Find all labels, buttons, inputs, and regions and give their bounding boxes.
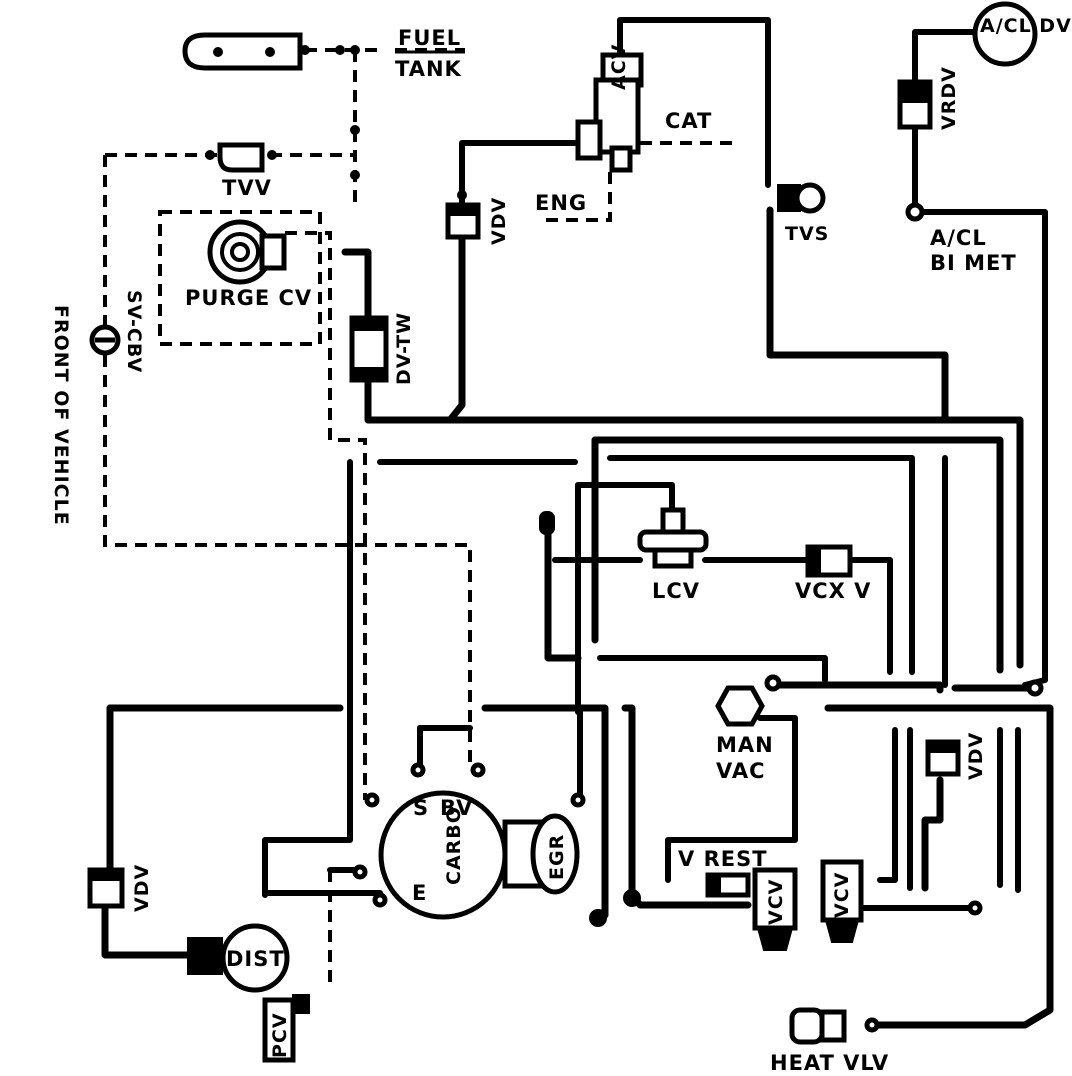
heat-valve: [789, 1007, 880, 1045]
fuel-tank-connector: [182, 32, 345, 71]
vdv-right: [925, 739, 961, 777]
a-cl-label: A/CL: [930, 226, 987, 250]
vapor-lines: [103, 48, 735, 990]
a-cl-dv-label: A/CL DV: [980, 15, 1072, 37]
v-rest: [705, 872, 751, 898]
tvv-label: TVV: [222, 176, 272, 200]
bi-met-label: BI MET: [930, 251, 1017, 275]
front-of-vehicle-label: FRONT OF VEHICLE: [50, 305, 72, 526]
acv-valve: [575, 52, 644, 173]
a-cl-dv: [972, 1, 1038, 67]
lcv-label: LCV: [652, 579, 700, 603]
plug: [539, 511, 555, 535]
vdv-left: [87, 867, 125, 909]
dist-label: DIST: [226, 947, 285, 971]
lcv-valve: [637, 507, 709, 569]
pcv-valve: [262, 994, 310, 1063]
v-rest-label: V REST: [678, 847, 768, 871]
tvv-valve: [205, 142, 277, 173]
vdv-upper: [445, 202, 481, 240]
purge-cv-label: PURGE CV: [185, 286, 312, 310]
port-e-label: E: [412, 881, 427, 905]
tvs-switch: [777, 182, 826, 214]
tvs-label: TVS: [785, 223, 829, 245]
pcv-label: PCV: [269, 1012, 291, 1058]
vcv-right-label: VCV: [831, 872, 853, 918]
acv-label: ACV: [608, 44, 630, 90]
carbo-label: CARBO: [443, 806, 465, 885]
vrdv-valve: [897, 79, 933, 130]
vdv-left-label: VDV: [131, 864, 153, 912]
distributor: [187, 923, 290, 993]
vrdv-label: VRDV: [938, 66, 960, 130]
vdv-upper-label: VDV: [488, 197, 510, 245]
sv-cbv-label: SV-CBV: [123, 290, 145, 373]
eng-label: ENG: [535, 191, 587, 215]
man-vac-port: [715, 674, 782, 727]
purge-cv: [207, 219, 287, 285]
vcx-v-label: VCX V: [795, 579, 871, 603]
hose-junctions: [350, 45, 1044, 927]
fuel-label: FUEL: [398, 26, 461, 50]
heat-vlv-label: HEAT VLV: [770, 1051, 889, 1075]
carburetor: [352, 762, 586, 920]
man-label: MAN: [716, 733, 774, 757]
dv-tw-valve: [349, 315, 389, 383]
dv-tw-label: DV-TW: [393, 312, 415, 385]
vacuum-hoses: [101, 17, 1054, 1029]
vac-label: VAC: [716, 759, 766, 783]
port-bv-label: BV: [440, 796, 473, 820]
cat-label: CAT: [665, 109, 712, 133]
egr-label: EGR: [546, 834, 568, 880]
vdv-right-label: VDV: [965, 732, 987, 780]
port-s-label: S: [413, 796, 429, 820]
vcx-v-valve: [805, 544, 853, 578]
tank-label: TANK: [395, 57, 462, 81]
vcv-valve: [752, 867, 798, 951]
vcv-label: VCV: [765, 879, 787, 925]
sv-cbv: [89, 324, 121, 356]
vcv-right-valve: [820, 859, 864, 943]
